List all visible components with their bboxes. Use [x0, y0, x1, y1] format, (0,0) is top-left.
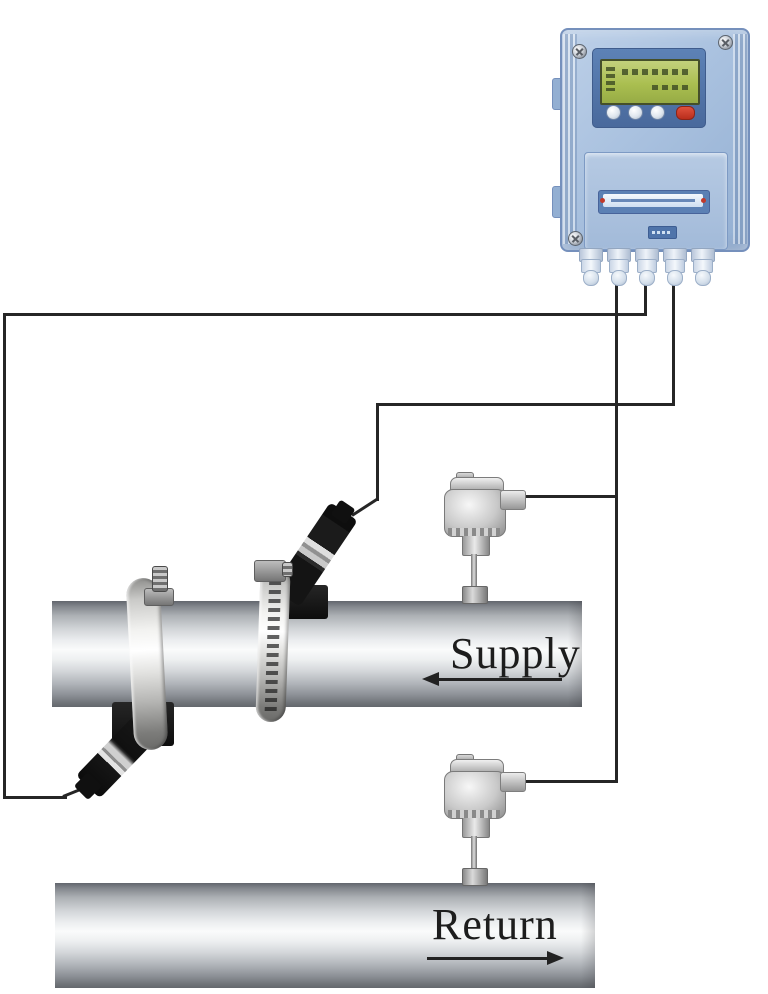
sensor-hex-fitting — [462, 868, 488, 886]
flow-meter-transmitter — [552, 28, 750, 286]
enclosure-rib-left — [563, 34, 577, 244]
keypad-button — [606, 105, 621, 120]
supply-flow-arrowhead-icon — [422, 672, 439, 686]
cable-upper-transducer-run — [376, 403, 675, 406]
cable-gland — [579, 248, 603, 286]
sensor-neck — [462, 534, 490, 556]
sensor-stem — [471, 554, 477, 588]
keypad-button — [628, 105, 643, 120]
band-perforations — [264, 571, 282, 715]
sensor-neck — [462, 816, 490, 838]
gland-dome — [667, 270, 683, 286]
cable-lower-transducer-left-run — [3, 316, 6, 799]
sensor-head-ridges — [448, 528, 500, 536]
sensor-head-ridges — [448, 810, 500, 818]
cable-gland — [691, 248, 715, 286]
cable-gland — [663, 248, 687, 286]
band-bolt-screw-icon — [152, 566, 168, 592]
sensor-cable-gland — [500, 490, 526, 510]
return-pipe-label: Return — [432, 900, 558, 949]
cable-temperature-sensors-drop — [615, 282, 618, 783]
gland-dome — [639, 270, 655, 286]
cable-gland — [635, 248, 659, 286]
cable-upper-transducer-drop — [672, 282, 675, 406]
supply-flow-arrow — [436, 678, 562, 681]
corner-screw-icon — [572, 44, 587, 59]
nameplate-strip-text — [603, 194, 703, 207]
cable-supply-sensor-branch — [522, 495, 618, 498]
return-flow-arrowhead-icon — [547, 951, 564, 965]
gland-dome — [611, 270, 627, 286]
sensor-cable-gland — [500, 772, 526, 792]
gland-dome — [583, 270, 599, 286]
brand-label — [648, 226, 677, 239]
cable-return-sensor-branch — [522, 780, 618, 783]
worm-drive-screw-icon — [282, 562, 293, 577]
cable-lower-transducer-top-run — [3, 313, 647, 316]
sensor-stem — [471, 836, 477, 870]
return-pipe — [55, 883, 595, 988]
power-button — [676, 106, 695, 120]
cable-upper-transducer-lead — [351, 497, 379, 517]
keypad-button — [650, 105, 665, 120]
lcd-units-row — [652, 85, 692, 90]
corner-screw-icon — [568, 231, 583, 246]
enclosure-rib-right — [733, 34, 747, 244]
nameplate-dot-icon — [600, 198, 605, 203]
lcd-status-column — [606, 67, 615, 91]
cable-lower-transducer-bottom-run — [3, 796, 67, 799]
lcd-display — [600, 59, 700, 105]
cable-gland — [607, 248, 631, 286]
cable-upper-transducer-down — [376, 406, 379, 501]
supply-pipe-label: Supply — [450, 629, 581, 678]
corner-screw-icon — [718, 35, 733, 50]
nameplate-dot-icon — [701, 198, 706, 203]
perforated-clamp-band — [255, 565, 291, 723]
sensor-hex-fitting — [462, 586, 488, 604]
return-flow-arrow — [427, 957, 549, 960]
cable-lower-transducer-drop — [644, 282, 647, 316]
gland-dome — [695, 270, 711, 286]
lcd-reading-row — [622, 69, 692, 75]
